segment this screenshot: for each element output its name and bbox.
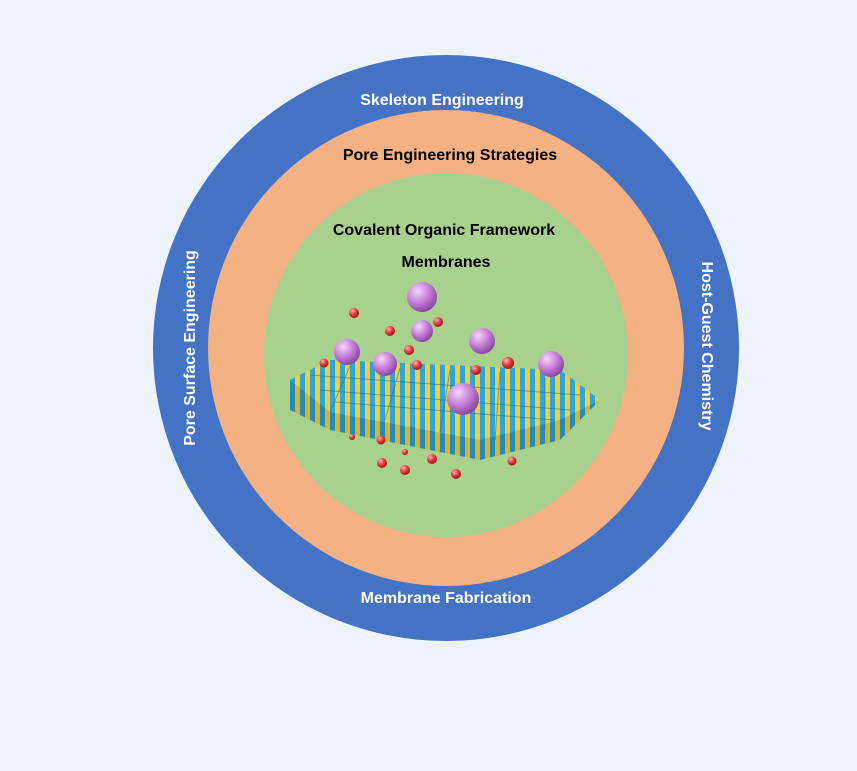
label-pore-surface-engineering: Pore Surface Engineering	[182, 250, 199, 446]
label-membrane-fabrication: Membrane Fabrication	[361, 590, 532, 607]
inner-title-line1: Covalent Organic Framework	[333, 222, 555, 239]
inner-title-line2: Membranes	[402, 254, 491, 271]
cof-membrane-icon	[290, 282, 600, 479]
label-host-guest-chemistry: Host-Guest Chemistry	[698, 262, 715, 431]
label-pore-engineering-strategies: Pore Engineering Strategies	[343, 147, 557, 164]
inner-circle	[264, 173, 628, 537]
label-skeleton-engineering: Skeleton Engineering	[360, 92, 524, 109]
